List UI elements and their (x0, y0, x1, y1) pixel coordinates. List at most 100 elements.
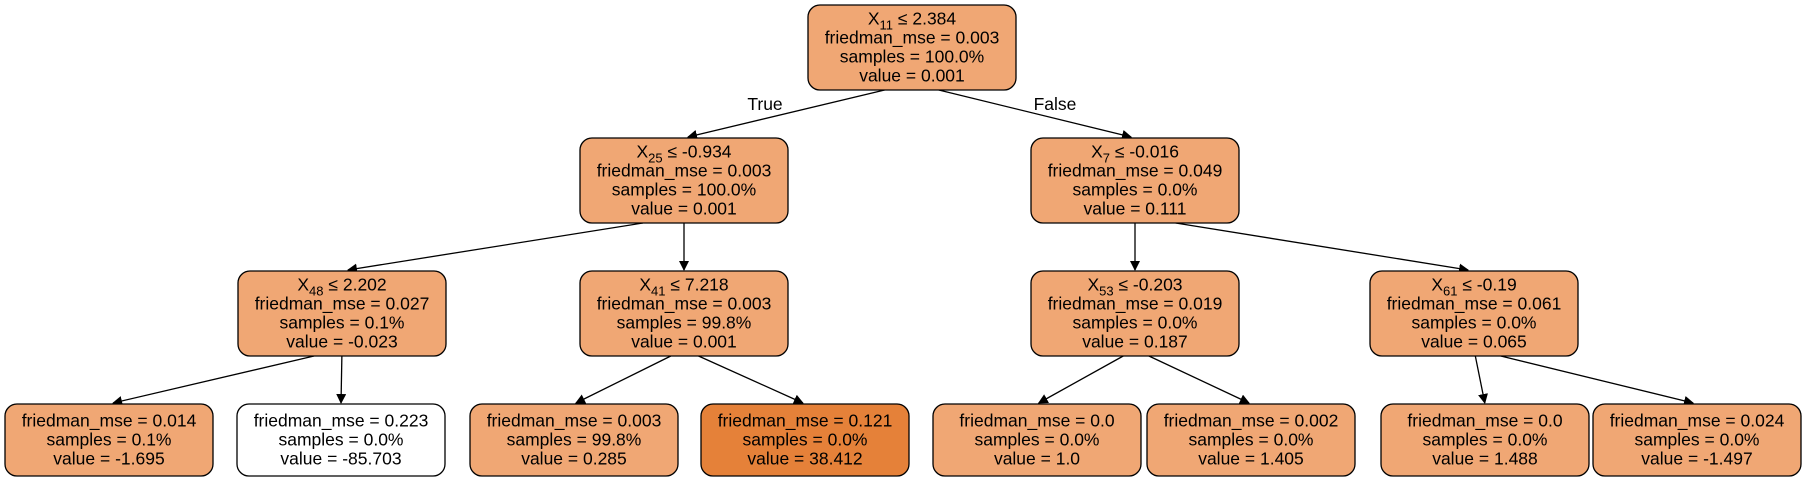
node-samples: samples = 0.0% (1635, 430, 1760, 450)
node-box (579, 137, 789, 224)
node-split-rule: X53 ≤ -0.203 (1087, 275, 1182, 299)
split-threshold: ≤ -0.19 (1457, 275, 1516, 295)
node-box (1592, 403, 1802, 477)
node-samples: samples = 0.0% (1412, 313, 1537, 333)
node-box (236, 403, 446, 477)
edge-label-false: False (1034, 94, 1077, 114)
split-feature-index: 11 (880, 18, 894, 33)
node-split-rule: X41 ≤ 7.218 (639, 275, 728, 299)
edge-n5-n12 (1148, 355, 1250, 404)
node-mse: friedman_mse = 0.223 (254, 411, 429, 432)
node-box (579, 270, 789, 357)
split-threshold: ≤ 2.384 (893, 9, 956, 29)
node-value: value = 0.285 (521, 449, 627, 469)
node-value: value = 1.0 (994, 449, 1080, 469)
node-samples: samples = 0.0% (279, 430, 404, 450)
node-mse: friedman_mse = 0.0 (1407, 411, 1562, 432)
edge-n6-n13 (1474, 355, 1488, 404)
node-samples: samples = 100.0% (840, 47, 984, 67)
node-mse: friedman_mse = 0.003 (597, 294, 772, 315)
node-box (1030, 270, 1240, 357)
split-feature: X (1431, 275, 1443, 295)
split-feature-index: 61 (1443, 284, 1457, 299)
node-samples: samples = 0.1% (280, 313, 405, 333)
split-feature-index: 41 (651, 284, 665, 299)
node-box (469, 403, 679, 477)
node-split-rule: X11 ≤ 2.384 (868, 9, 957, 33)
edge-n4-n9 (575, 355, 672, 404)
node-samples: samples = 99.8% (617, 313, 752, 333)
node-samples: samples = 0.0% (1423, 430, 1548, 450)
node-mse: friedman_mse = 0.027 (255, 294, 430, 315)
node-samples: samples = 100.0% (612, 180, 756, 200)
node-value: value = 0.001 (631, 199, 737, 219)
node-mse: friedman_mse = 0.024 (1610, 411, 1785, 432)
edge-n6-n14 (1500, 355, 1695, 406)
node-samples: samples = 0.0% (1073, 180, 1198, 200)
node-mse: friedman_mse = 0.003 (487, 411, 662, 432)
split-feature-index: 25 (648, 151, 662, 166)
node-samples: samples = 0.0% (743, 430, 868, 450)
split-feature: X (1091, 142, 1103, 162)
split-feature: X (868, 9, 880, 29)
node-box (4, 403, 214, 477)
node-samples: samples = 99.8% (507, 430, 642, 450)
node-split-rule: X7 ≤ -0.016 (1091, 142, 1179, 166)
split-feature: X (639, 275, 651, 295)
edges-layer (112, 89, 1695, 406)
node-mse: friedman_mse = 0.003 (825, 28, 1000, 49)
node-value: value = 38.412 (747, 449, 862, 469)
node-mse: friedman_mse = 0.002 (1164, 411, 1339, 432)
split-feature: X (636, 142, 648, 162)
split-feature-index: 48 (309, 284, 323, 299)
node-value: value = 0.001 (631, 332, 737, 352)
node-value: value = 1.488 (1432, 449, 1538, 469)
node-value: value = 1.405 (1198, 449, 1304, 469)
node-box (1146, 403, 1356, 477)
split-threshold: ≤ -0.016 (1110, 142, 1179, 162)
split-feature-index: 53 (1099, 284, 1113, 299)
split-threshold: ≤ 7.218 (666, 275, 729, 295)
split-threshold: ≤ -0.934 (663, 142, 732, 162)
node-value: value = 0.111 (1084, 199, 1187, 219)
node-box (700, 403, 910, 477)
node-value: value = 0.065 (1421, 332, 1527, 352)
node-mse: friedman_mse = 0.019 (1048, 294, 1223, 315)
node-split-rule: X61 ≤ -0.19 (1431, 275, 1516, 299)
node-value: value = 0.187 (1082, 332, 1188, 352)
node-split-rule: X25 ≤ -0.934 (636, 142, 731, 166)
node-box (1380, 403, 1590, 477)
node-value: value = -0.023 (286, 332, 397, 352)
node-mse: friedman_mse = 0.121 (718, 411, 893, 432)
node-mse: friedman_mse = 0.0 (959, 411, 1114, 432)
node-mse: friedman_mse = 0.061 (1387, 294, 1562, 315)
node-box (237, 270, 447, 357)
node-box (932, 403, 1142, 477)
node-mse: friedman_mse = 0.014 (22, 411, 197, 432)
node-value: value = -85.703 (280, 449, 401, 469)
edge-n4-n10 (698, 355, 804, 404)
edge-n2-n6 (1175, 222, 1470, 274)
split-threshold: ≤ 2.202 (324, 275, 387, 295)
node-box (1369, 270, 1579, 357)
node-samples: samples = 0.0% (1073, 313, 1198, 333)
node-box (807, 4, 1017, 91)
node-box (1030, 137, 1240, 224)
node-split-rule: X48 ≤ 2.202 (297, 275, 386, 299)
edge-n0-n1 (687, 89, 885, 140)
